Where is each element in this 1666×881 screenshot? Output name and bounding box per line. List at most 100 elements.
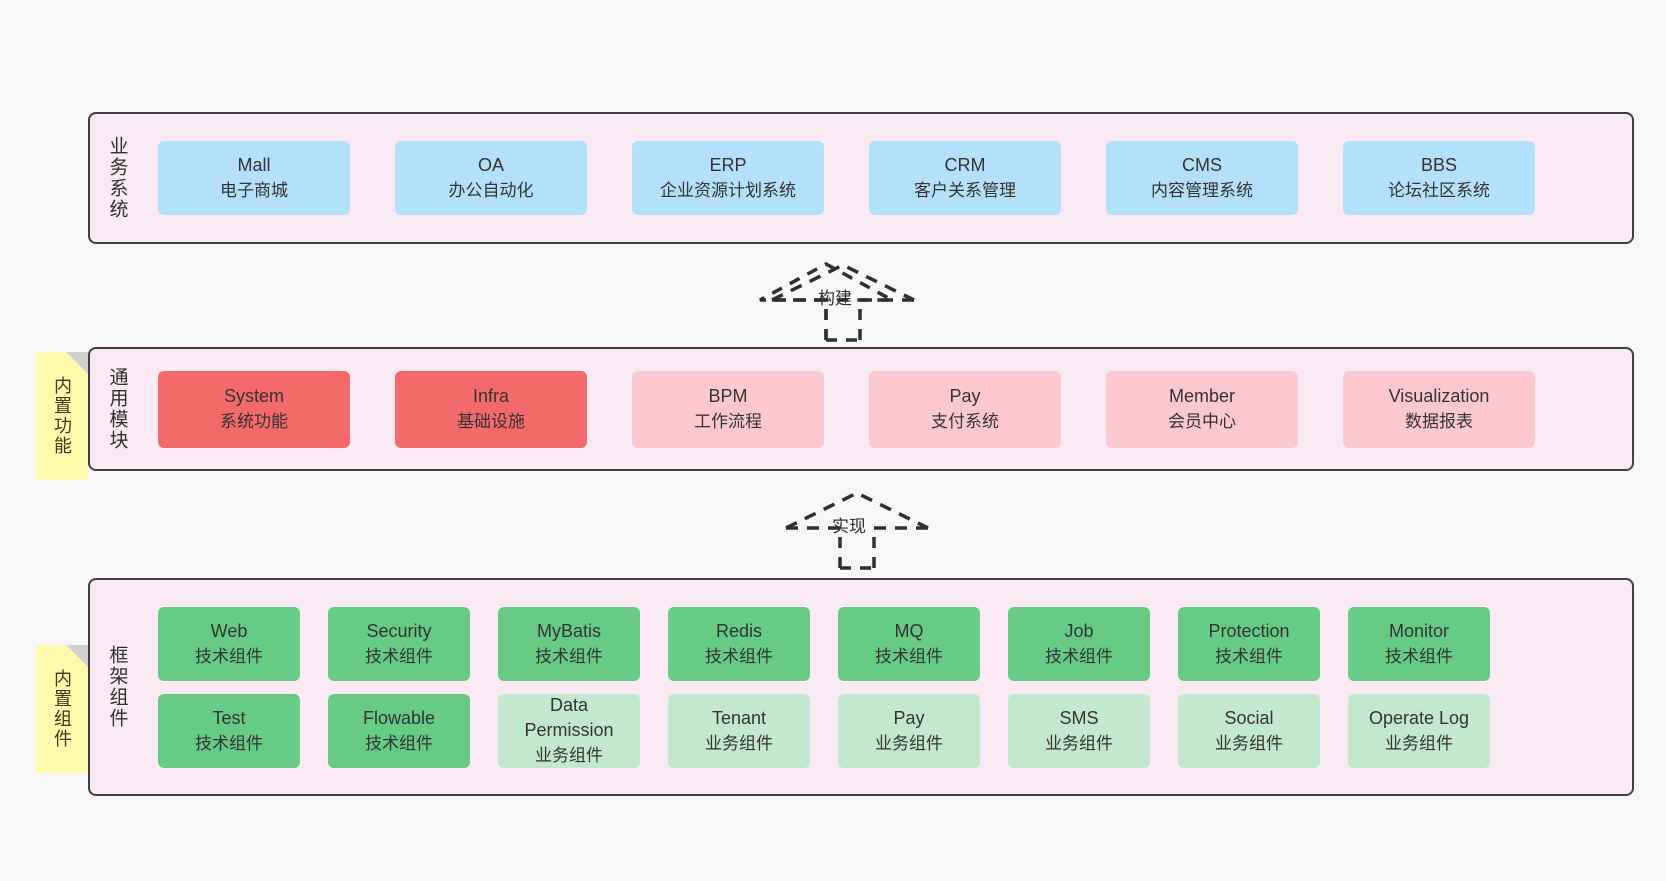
module-card-name: Web [210, 620, 248, 641]
module-card-name: BPM [708, 386, 748, 406]
arrow-build-shape [759, 262, 915, 342]
module-card-common-4[interactable]: Member 会员中心 [1106, 370, 1298, 448]
module-card-name: Monitor [1388, 620, 1450, 641]
module-card-common-1[interactable]: Infra 基础设施 [395, 370, 587, 448]
module-card-desc: 论坛社区系统 [1388, 181, 1490, 200]
module-card-name: Security [366, 620, 432, 641]
module-card-name: Job [1064, 620, 1094, 641]
module-card-desc: 技术组件 [1215, 646, 1283, 666]
note-builtin-components: 内置组件 [36, 645, 88, 773]
module-card-desc: 业务组件 [875, 733, 943, 753]
module-card-desc: 技术组件 [195, 733, 263, 753]
note-builtin-components-label: 内置组件 [52, 669, 72, 749]
arrow-build: 构建 [756, 262, 916, 342]
module-card-framework-tech-4[interactable]: MQ 技术组件 [838, 606, 980, 681]
module-card-desc: 系统功能 [220, 412, 288, 431]
module-card-name: CMS [1182, 155, 1222, 175]
module-card-framework-biz-5[interactable]: SMS 业务组件 [1008, 693, 1150, 768]
module-card-name: BBS [1420, 155, 1458, 175]
module-card-name: Visualization [1388, 386, 1490, 406]
module-card-name: Mall [237, 155, 271, 175]
module-card-desc: 技术组件 [705, 646, 773, 666]
module-card-common-0[interactable]: System 系统功能 [158, 370, 350, 448]
module-card-framework-tech-5[interactable]: Job 技术组件 [1008, 606, 1150, 681]
module-card-business-5[interactable]: BBS 论坛社区系统 [1343, 141, 1535, 215]
note-fold-corner-icon [66, 645, 88, 667]
module-card-business-1[interactable]: OA 办公自动化 [395, 141, 587, 215]
module-card-name: Member [1168, 386, 1235, 406]
module-card-desc: 内容管理系统 [1151, 181, 1253, 200]
module-card-name: Protection [1208, 620, 1290, 641]
module-card-name: CRM [944, 155, 986, 175]
module-card-name: Social [1224, 707, 1274, 728]
module-card-name: Tenant [711, 707, 767, 728]
module-card-framework-tech-7[interactable]: Monitor 技术组件 [1348, 606, 1490, 681]
module-card-desc: 技术组件 [365, 733, 433, 753]
arrow-build-label: 构建 [818, 289, 852, 308]
module-card-desc: 企业资源计划系统 [660, 181, 796, 200]
module-card-name: MyBatis [536, 620, 601, 641]
layer-business-system-title: 业务系统 [106, 136, 128, 220]
module-card-desc: 客户关系管理 [914, 181, 1016, 200]
module-card-name: Operate Log [1368, 707, 1470, 728]
module-card-desc: 技术组件 [195, 646, 263, 666]
module-card-business-2[interactable]: ERP 企业资源计划系统 [632, 141, 824, 215]
module-card-name: OA [477, 155, 504, 175]
note-builtin-features-label: 内置功能 [52, 376, 72, 456]
module-card-desc: 技术组件 [535, 646, 603, 666]
module-card-framework-tech-6[interactable]: Protection 技术组件 [1178, 606, 1320, 681]
module-card-name: Infra [472, 386, 510, 406]
module-card-desc: 数据报表 [1405, 412, 1473, 431]
layer-framework-component-title: 框架组件 [106, 645, 128, 729]
module-card-name: Flowable [362, 707, 436, 728]
arrow-implement-label: 实现 [832, 517, 866, 536]
module-card-framework-biz-3[interactable]: Tenant 业务组件 [668, 693, 810, 768]
module-card-framework-tech-2[interactable]: MyBatis 技术组件 [498, 606, 640, 681]
module-card-framework-tech-0[interactable]: Web 技术组件 [158, 606, 300, 681]
module-card-desc: 业务组件 [705, 733, 773, 753]
module-card-desc: 业务组件 [1045, 733, 1113, 753]
module-card-desc: 技术组件 [875, 646, 943, 666]
module-card-name: Redis [715, 620, 763, 641]
module-card-desc: 支付系统 [931, 412, 999, 431]
module-card-business-3[interactable]: CRM 客户关系管理 [869, 141, 1061, 215]
module-card-framework-biz-1[interactable]: Flowable 技术组件 [328, 693, 470, 768]
module-card-desc: 办公自动化 [448, 181, 534, 200]
module-card-name: ERP [709, 155, 747, 175]
module-card-framework-biz-6[interactable]: Social 业务组件 [1178, 693, 1320, 768]
note-builtin-features: 内置功能 [36, 352, 88, 480]
module-card-name: MQ [894, 620, 924, 641]
module-card-common-5[interactable]: Visualization 数据报表 [1343, 370, 1535, 448]
module-card-name: Data Permission [524, 695, 614, 740]
arrow-implement-shape [785, 491, 929, 570]
layer-common-module-title: 通用模块 [106, 367, 128, 451]
module-card-name: SMS [1059, 707, 1099, 728]
module-card-desc: 业务组件 [1215, 733, 1283, 753]
module-card-framework-biz-7[interactable]: Operate Log 业务组件 [1348, 693, 1490, 768]
module-card-desc: 业务组件 [1385, 733, 1453, 753]
module-card-framework-biz-4[interactable]: Pay 业务组件 [838, 693, 980, 768]
module-card-common-3[interactable]: Pay 支付系统 [869, 370, 1061, 448]
module-card-name: Test [212, 707, 246, 728]
module-card-desc: 会员中心 [1168, 412, 1236, 431]
module-card-desc: 技术组件 [1385, 646, 1453, 666]
module-card-name: Pay [893, 707, 925, 728]
module-card-name: System [223, 386, 284, 406]
module-card-name: Pay [949, 386, 981, 406]
module-card-framework-biz-0[interactable]: Test 技术组件 [158, 693, 300, 768]
module-card-desc: 技术组件 [1045, 646, 1113, 666]
module-card-framework-tech-3[interactable]: Redis 技术组件 [668, 606, 810, 681]
module-card-business-4[interactable]: CMS 内容管理系统 [1106, 141, 1298, 215]
module-card-desc: 基础设施 [457, 412, 525, 431]
